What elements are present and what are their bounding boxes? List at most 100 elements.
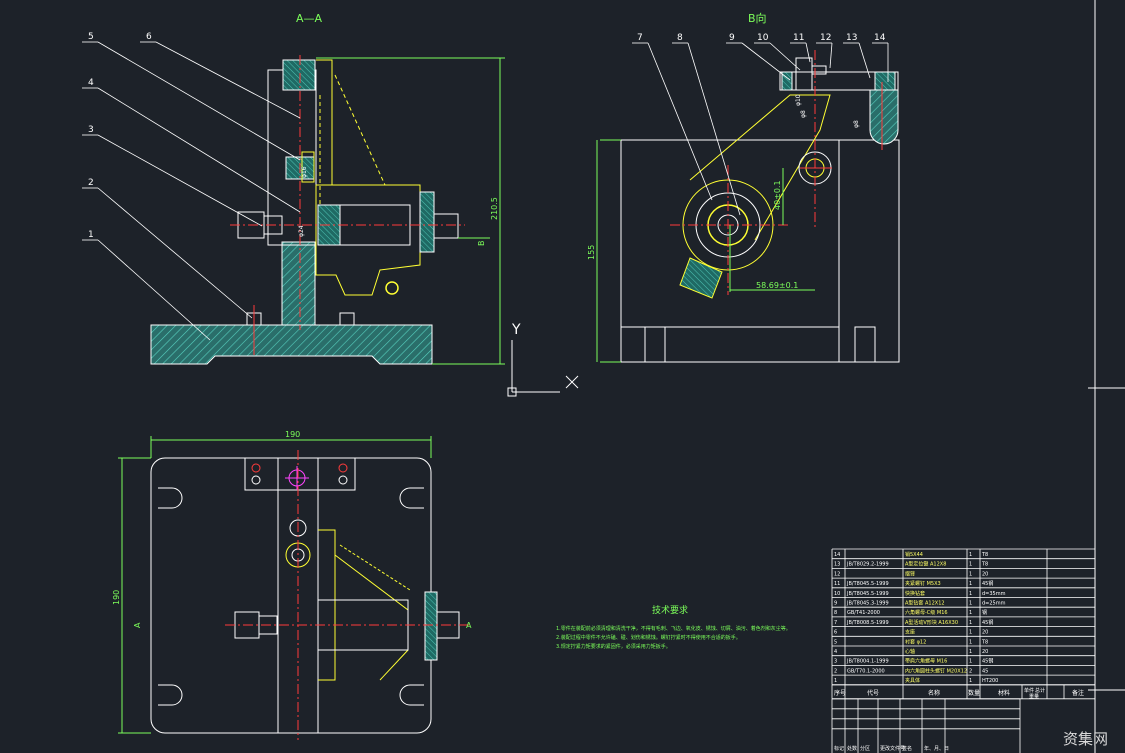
- bom-row-material: d=25mm: [982, 601, 1006, 607]
- ucs-y-label: Y: [511, 322, 521, 338]
- ucs-icon: Y: [507, 322, 579, 397]
- fit-c-label: φ8: [800, 110, 807, 118]
- height-dim-left: 210.5: [490, 197, 499, 220]
- bom-row-material: d=35mm: [982, 591, 1006, 597]
- view-arrow-label: B: [477, 241, 486, 247]
- balloon-6: 6: [146, 32, 152, 42]
- bom-header-total: 总计: [1035, 687, 1045, 694]
- bom-row-qty: 1: [969, 601, 972, 607]
- bom-row-qty: 1: [969, 610, 972, 616]
- bom-row-name: 衬套 φ12: [905, 638, 926, 645]
- offset-h-dim: 58.69±0.1: [756, 281, 798, 290]
- bom-row-no: 7: [834, 620, 837, 626]
- bom-row-no: 2: [834, 668, 837, 674]
- section-title: A—A: [296, 12, 323, 25]
- bom-row-qty: 1: [969, 581, 972, 587]
- balloon-11: 11: [793, 33, 804, 43]
- bom-row-material: 45钢: [982, 658, 993, 665]
- balloon-7: 7: [637, 33, 643, 43]
- bom-row-name: 支座: [905, 629, 915, 636]
- bom-row-material: 20: [982, 630, 988, 636]
- bom-row-no: 11: [834, 581, 840, 587]
- plan-width-dim: 190: [285, 430, 300, 439]
- fit-b-label: φ24: [298, 225, 305, 237]
- balloon-4: 4: [88, 78, 94, 88]
- tech-line-1: 1.零件在装配前必须清理和清洗干净，不得有毛刺、飞边、氧化皮、锈蚀、切屑、油污、…: [556, 625, 791, 632]
- bom-row-code: JB/T8045.3-1999: [846, 601, 889, 607]
- balloon-9: 9: [729, 33, 735, 43]
- balloon-5: 5: [88, 32, 94, 42]
- bom-row-qty: 1: [969, 659, 972, 665]
- bom-row-qty: 1: [969, 678, 972, 684]
- bom-row-material: 20: [982, 571, 988, 577]
- tech-line-3: 3.规定拧紧力矩要求的紧固件，必须采用力矩扳手。: [556, 643, 671, 650]
- bom-row-name: 内六角圆柱头螺钉 M20X12: [905, 667, 967, 674]
- bom-row-no: 5: [834, 639, 837, 645]
- balloon-8: 8: [677, 33, 683, 43]
- height-dim-right: 155: [587, 245, 596, 260]
- bom-row-code: GB/T41-2000: [847, 610, 880, 616]
- bom-row-qty: 2: [969, 668, 972, 674]
- bom-row-name: 夹具体: [905, 677, 920, 684]
- bom-row-material: 45钢: [982, 619, 993, 626]
- bom-row-name: 心轴: [905, 648, 915, 655]
- bom-row-name: 带肩六角螺母 M16: [905, 658, 947, 665]
- bom-row-no: 1: [834, 678, 837, 684]
- bom-row-no: 3: [834, 659, 837, 665]
- bom-header-weight: 重量: [1029, 693, 1039, 700]
- bom-row-name: 六角螺母-C级 M16: [905, 609, 948, 616]
- bom-row-material: T8: [981, 562, 988, 568]
- title-block-label: 处数: [847, 745, 857, 752]
- title-block-label: 更改文件号: [880, 745, 905, 752]
- bom-header-code: 代号: [867, 689, 879, 697]
- fit-f-label: φ8: [853, 120, 860, 128]
- bom-row-material: 钢: [982, 609, 987, 616]
- section-view-a-a: A—A φ24 φ16: [82, 12, 505, 365]
- bom-row-code: JB/T8004.1-1999: [846, 659, 889, 665]
- bom-row-material: 20: [982, 649, 988, 655]
- bom-row-no: 8: [834, 610, 837, 616]
- bom-row-qty: 1: [969, 552, 972, 558]
- bom-row-code: JB/T8045.5-1999: [846, 581, 889, 587]
- balloon-13: 13: [846, 33, 857, 43]
- bom-row-name: 夹紧螺钉 M5X3: [905, 580, 941, 587]
- drawing-frame: [1088, 0, 1125, 753]
- title-block-label: 签名: [902, 745, 912, 752]
- bom-row-no: 13: [834, 562, 840, 568]
- bom-row-name: 摆臂: [905, 570, 915, 577]
- bom-row-no: 12: [834, 571, 840, 577]
- bom-row-name: A型定位键 A12X8: [905, 561, 946, 568]
- fit-a-label: φ16: [301, 166, 308, 178]
- bom-row-material: HT200: [982, 678, 998, 684]
- bom-row-code: GB/T70.1-2000: [847, 668, 885, 674]
- bom-header-material: 材料: [998, 689, 1010, 697]
- plan-view: 190 190 A A: [112, 430, 472, 740]
- bom-row-material: 45: [982, 668, 988, 674]
- bom-row-no: 4: [834, 649, 837, 655]
- section-marker-left: A: [133, 622, 142, 628]
- bom-row-material: T8: [981, 552, 988, 558]
- watermark: 资集网: [1063, 730, 1108, 748]
- balloon-10: 10: [757, 33, 769, 43]
- bom-row-material: T8: [981, 639, 988, 645]
- bom-row-code: JB/T8008.5-1999: [846, 620, 889, 626]
- balloon-2: 2: [88, 178, 94, 188]
- bom-row-name: A型活动V形块 A16X30: [905, 619, 958, 626]
- bom-row-qty: 1: [969, 649, 972, 655]
- bom-row-qty: 1: [969, 620, 972, 626]
- bom-row-name: A型钻套 A12X12: [905, 600, 945, 607]
- title-block-label: 年、月、日: [924, 745, 949, 752]
- bom-header-no: 序号: [834, 689, 846, 697]
- plan-height-dim: 190: [112, 590, 121, 605]
- tech-line-2: 2.装配过程中零件不允许磕、碰、划伤和锈蚀。螺钉拧紧时不得使用不合适的扳手。: [556, 634, 741, 641]
- bom-row-qty: 1: [969, 639, 972, 645]
- bom-row-code: JB/T8045.5-1999: [846, 591, 889, 597]
- view-b: B向 155 58.69±0.1: [587, 11, 900, 363]
- bom-row-no: 9: [834, 601, 837, 607]
- bom-row-qty: 1: [969, 562, 972, 568]
- technical-requirements: 技术要求 1.零件在装配前必须清理和清洗干净，不得有毛刺、飞边、氧化皮、锈蚀、切…: [556, 604, 791, 650]
- bom-header-note: 备注: [1072, 689, 1084, 697]
- bom-row-qty: 1: [969, 630, 972, 636]
